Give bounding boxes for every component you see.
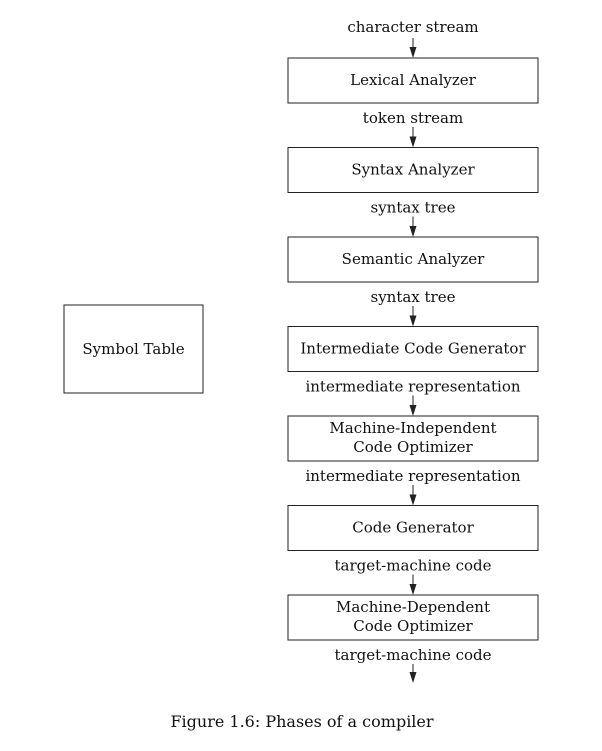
edge-arrow-6-arrowhead [409,584,417,595]
symbol-table-node: Symbol Table [63,304,204,394]
edge-label-1: token stream [363,109,463,127]
edge-label-7: target-machine code [335,646,492,664]
edge-arrow-2-arrowhead [409,226,417,237]
phase-label-2: Syntax Analyzer [351,161,475,179]
input-arrow-arrowhead [409,47,417,58]
phase-box-1 [287,57,539,104]
edge-label-4: intermediate representation [305,378,520,396]
edge-arrow-5-arrowhead [409,494,417,506]
edge-label-5: intermediate representation [305,467,520,485]
edge-arrow-4-arrowhead [409,405,417,416]
phase-box-3 [287,236,539,283]
edge-label-3: syntax tree [371,288,456,306]
symbol-table-box [63,304,204,394]
edge-arrow-7-arrowhead [409,672,417,683]
phase-box-2 [287,147,539,193]
edge-label-6: target-machine code [335,557,492,575]
phase-box-6 [287,505,539,551]
edge-arrow-3-arrowhead [409,315,417,327]
phase-box-5 [287,415,539,462]
edge-label-2: syntax tree [371,199,456,217]
phase-label-7-line-1: Machine-Dependent [336,598,490,616]
phase-label-5-line-1: Machine-Independent [329,419,496,437]
input-label: character stream [347,18,478,36]
phase-box-7 [287,594,539,641]
phase-label-1: Lexical Analyzer [350,71,476,89]
symbol-table-label: Symbol Table [82,340,184,358]
figure-caption: Figure 1.6: Phases of a compiler [170,712,433,731]
phase-label-6: Code Generator [352,519,474,537]
phase-label-7-line-2: Code Optimizer [353,617,473,635]
phase-label-4: Intermediate Code Generator [300,340,526,358]
phase-box-4 [287,326,539,372]
phase-label-5-line-2: Code Optimizer [353,438,473,456]
phase-label-3: Semantic Analyzer [342,250,485,268]
edge-arrow-1-arrowhead [409,136,417,148]
